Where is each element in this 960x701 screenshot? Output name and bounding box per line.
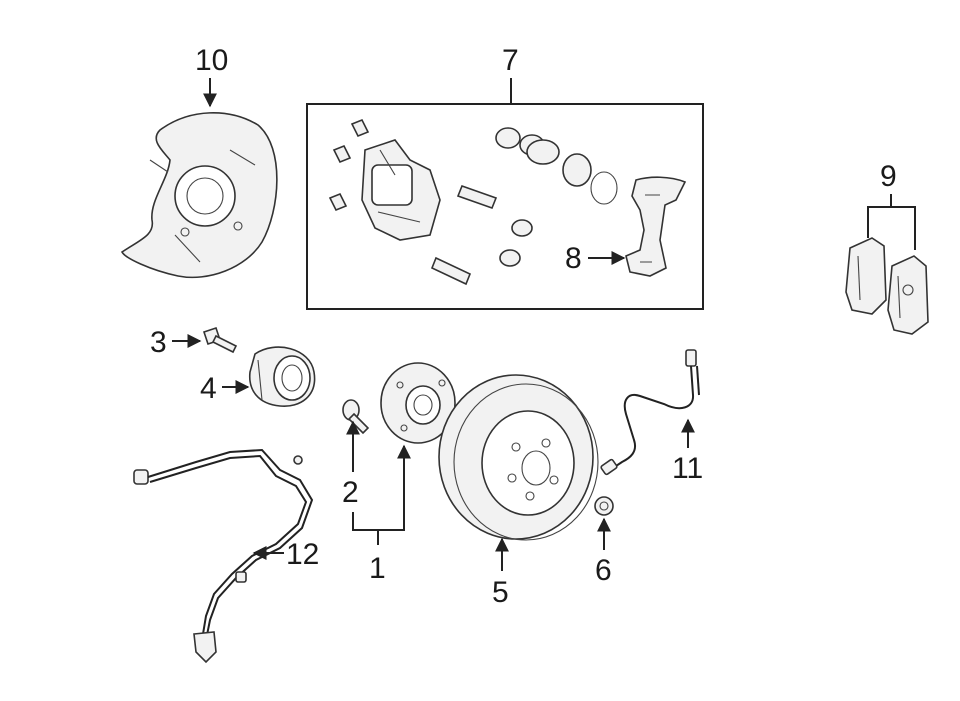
- callout-2: 2: [342, 476, 359, 509]
- hub-bolt-part: [202, 326, 238, 354]
- caliper-kit-box: [306, 103, 704, 310]
- callout-3: 3: [150, 326, 167, 359]
- brake-pads-part: [845, 237, 929, 335]
- callout-1: 1: [369, 552, 386, 585]
- splash-shield-part: [120, 112, 278, 279]
- callout-12: 12: [286, 538, 319, 571]
- abs-sensor-part: [133, 448, 314, 664]
- hub-with-stud-part: [380, 362, 456, 444]
- callout-6: 6: [595, 554, 612, 587]
- callout-4: 4: [200, 372, 217, 405]
- caliper-assembly-part: [328, 118, 618, 286]
- callout-11: 11: [672, 452, 703, 485]
- callout-8: 8: [565, 242, 582, 275]
- hub-stud-part: [342, 399, 370, 435]
- callout-7: 7: [502, 44, 519, 77]
- wheel-bearing-part: [249, 346, 316, 407]
- brake-rotor-part: [438, 374, 599, 541]
- callout-9: 9: [880, 160, 897, 193]
- callout-10: 10: [195, 44, 228, 77]
- callout-5: 5: [492, 576, 509, 609]
- brake-hose-part: [600, 349, 700, 476]
- caliper-bracket-part: [625, 176, 687, 277]
- leader-1-bracket: [352, 448, 405, 531]
- lug-nut-part: [594, 496, 614, 516]
